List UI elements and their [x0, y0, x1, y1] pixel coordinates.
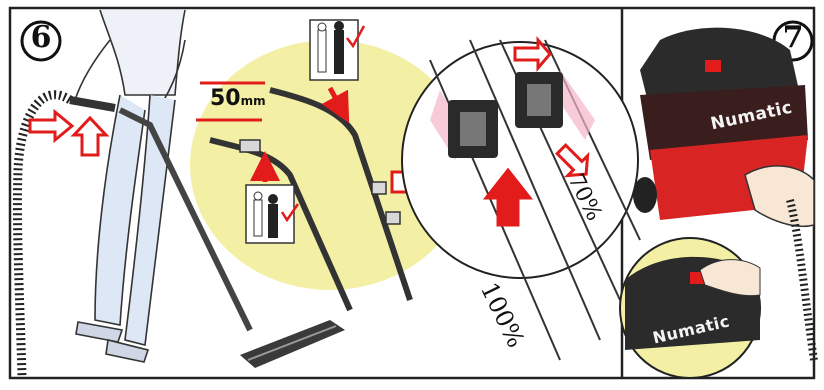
unit-mark: mm	[241, 94, 266, 108]
floor-tool	[240, 320, 345, 368]
person-figure	[75, 10, 185, 362]
switch-detail	[620, 238, 760, 378]
hand	[745, 166, 814, 226]
step-7-number: 7	[773, 20, 813, 55]
length-value: 50	[210, 86, 241, 111]
length-label: 50mm	[210, 86, 266, 111]
tall-person-pictogram	[310, 20, 364, 80]
attach-arrows	[30, 112, 106, 155]
step-6-number: 6	[21, 20, 61, 55]
short-person-pictogram	[246, 185, 298, 243]
detail-view	[402, 40, 640, 360]
vacuum-hose	[17, 95, 70, 378]
